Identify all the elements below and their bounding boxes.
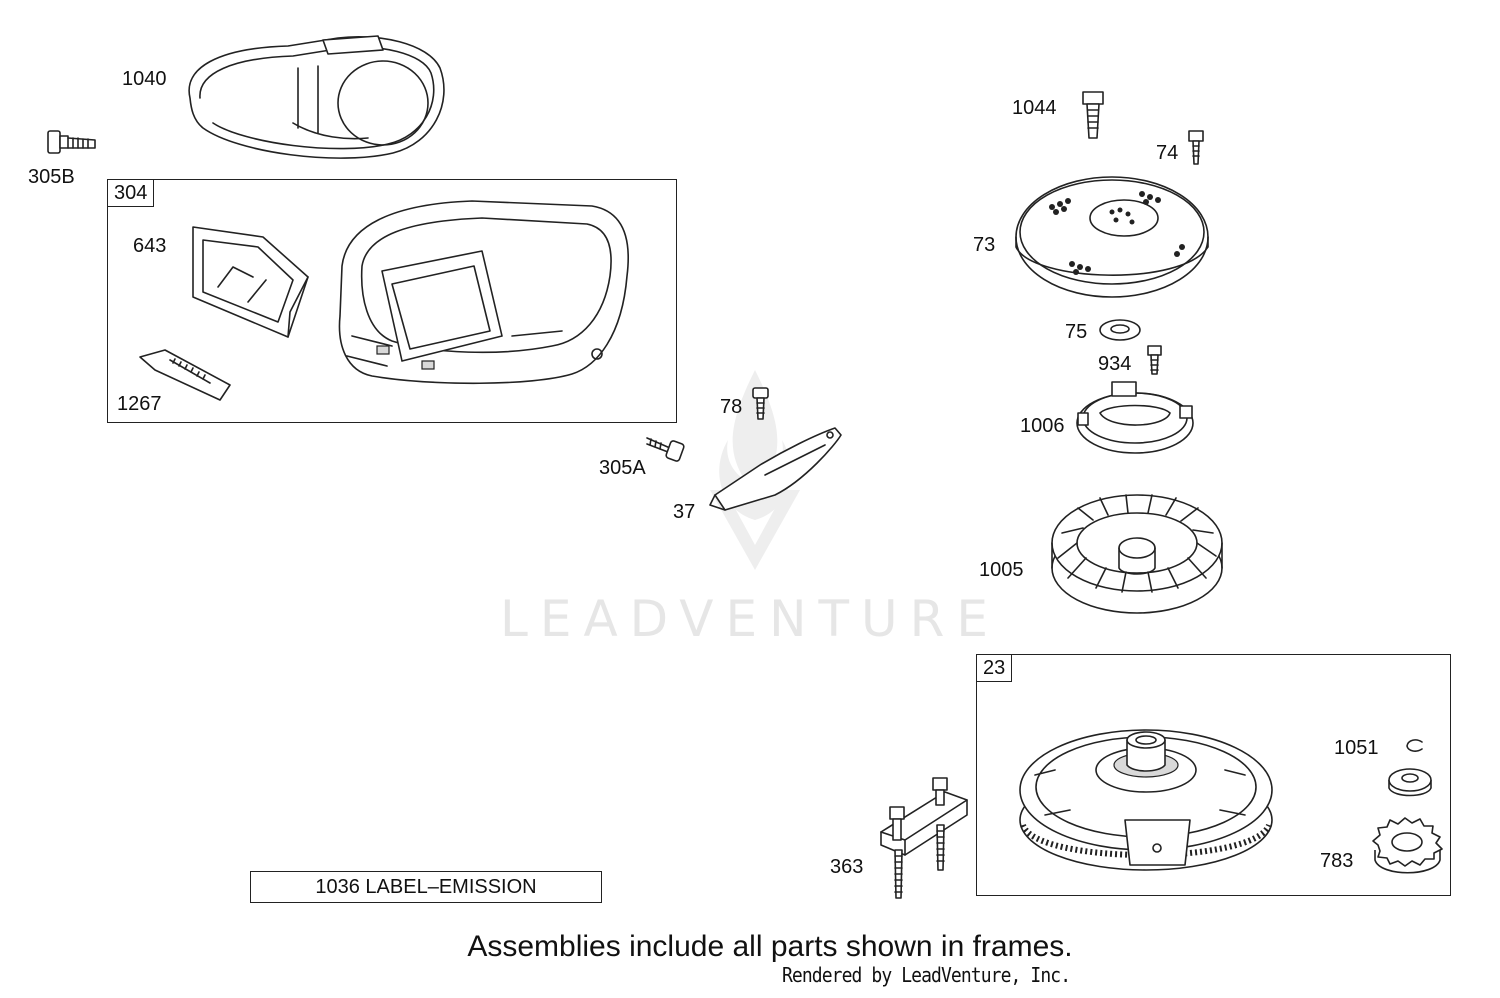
callout-74[interactable]: 74 [1156, 142, 1179, 164]
part-783-gear[interactable] [1370, 815, 1445, 880]
callout-305b[interactable]: 305B [28, 166, 75, 188]
part-934-screw[interactable] [1144, 344, 1166, 376]
frame-assembly-304: 304 [107, 179, 677, 423]
part-1051-key[interactable] [1402, 736, 1427, 756]
watermark-text: LEADVENTURE [500, 590, 1000, 648]
emission-label-box[interactable]: 1036 LABEL–EMISSION [250, 871, 602, 903]
part-1044-bolt[interactable] [1078, 88, 1108, 143]
part-74-screw[interactable] [1184, 128, 1209, 168]
callout-1006[interactable]: 1006 [1020, 415, 1065, 437]
part-305a-bolt[interactable] [642, 432, 687, 464]
frame-23-tag[interactable]: 23 [976, 654, 1013, 682]
callout-1051[interactable]: 1051 [1334, 737, 1379, 759]
callout-78[interactable]: 78 [720, 396, 743, 418]
assemblies-note: Assemblies include all parts shown in fr… [467, 930, 1073, 963]
part-1005-fan[interactable] [1048, 488, 1226, 618]
callout-1040[interactable]: 1040 [122, 68, 167, 90]
callout-75[interactable]: 75 [1065, 321, 1088, 343]
callout-363[interactable]: 363 [830, 856, 864, 878]
callout-1044[interactable]: 1044 [1012, 97, 1057, 119]
part-1006-fan-retainer[interactable] [1070, 378, 1200, 458]
callout-643[interactable]: 643 [133, 235, 167, 257]
callout-37[interactable]: 37 [673, 501, 696, 523]
part-73-rotating-screen[interactable] [1012, 172, 1212, 302]
frame-assembly-23: 23 [976, 654, 1451, 896]
part-363-armature-bracket[interactable] [875, 770, 975, 902]
part-flywheel-washer[interactable] [1385, 762, 1435, 800]
part-75-washer[interactable] [1098, 318, 1143, 343]
frame-304-tag[interactable]: 304 [107, 179, 155, 207]
part-305b-bolt[interactable] [45, 128, 100, 158]
callout-783[interactable]: 783 [1320, 850, 1354, 872]
part-1040-shroud[interactable] [178, 28, 453, 168]
part-78-screw[interactable] [748, 385, 774, 423]
callout-1267[interactable]: 1267 [117, 393, 162, 415]
rendered-by-credit: Rendered by LeadVenture, Inc. [782, 963, 1071, 987]
callout-1005[interactable]: 1005 [979, 559, 1024, 581]
part-304-blower-housing[interactable] [332, 196, 637, 391]
part-1267-clip[interactable] [135, 345, 235, 405]
callout-305a[interactable]: 305A [599, 457, 646, 479]
callout-934[interactable]: 934 [1098, 353, 1132, 375]
part-23-flywheel[interactable] [1015, 715, 1277, 875]
callout-73[interactable]: 73 [973, 234, 996, 256]
part-37-baffle[interactable] [705, 420, 845, 515]
part-643-guard[interactable] [178, 222, 313, 342]
